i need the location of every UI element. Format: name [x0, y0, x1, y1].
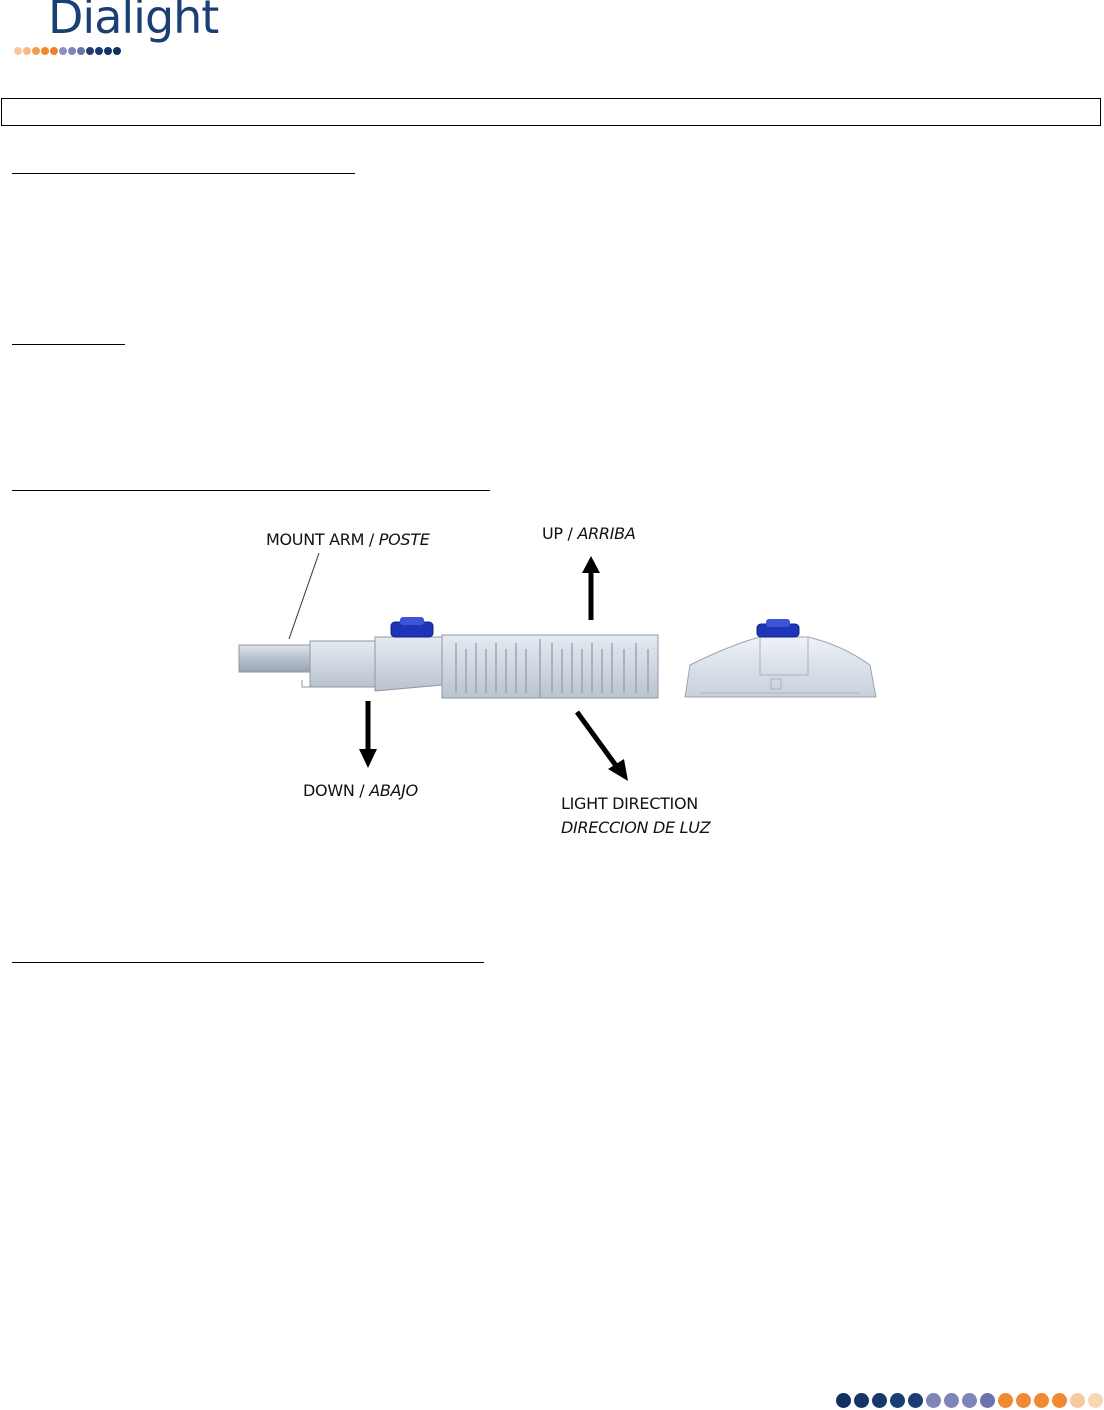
- section-rule-4: [12, 962, 484, 963]
- dot: [59, 47, 67, 55]
- section-rule-1: [12, 173, 355, 174]
- dot: [1052, 1393, 1067, 1408]
- dot: [872, 1393, 887, 1408]
- dialight-logo: Dialight: [14, 0, 246, 62]
- down-arrow: [359, 701, 377, 768]
- logo-dots: [14, 47, 121, 55]
- dot: [50, 47, 58, 55]
- dot: [86, 47, 94, 55]
- dot: [104, 47, 112, 55]
- down-label: DOWN / ABAJO: [303, 781, 418, 800]
- dot: [854, 1393, 869, 1408]
- dot: [944, 1393, 959, 1408]
- dot: [980, 1393, 995, 1408]
- heat-sink: [441, 634, 659, 699]
- dot: [908, 1393, 923, 1408]
- dot: [113, 47, 121, 55]
- mount-arm-leader: [288, 552, 320, 640]
- light-direction-label: LIGHT DIRECTION: [561, 794, 698, 813]
- dot: [836, 1393, 851, 1408]
- dot: [14, 47, 22, 55]
- dot: [68, 47, 76, 55]
- dot: [998, 1393, 1013, 1408]
- fixture-orientation-diagram: MOUNT ARM / POSTE UP / ARRIBA DOWN / ABA…: [230, 515, 890, 850]
- dot: [95, 47, 103, 55]
- logo-wordmark: Dialight: [48, 0, 219, 44]
- fixture-illustration: [238, 552, 877, 781]
- light-direction-arrow: [574, 710, 628, 781]
- mount-arm-pipe: [238, 644, 315, 673]
- title-box: [1, 98, 1101, 126]
- dot: [23, 47, 31, 55]
- dot: [41, 47, 49, 55]
- dot: [1070, 1393, 1085, 1408]
- dot: [1088, 1393, 1103, 1408]
- section-rule-3: [12, 490, 490, 491]
- heat-sink-fins: [455, 639, 649, 697]
- dot: [1016, 1393, 1031, 1408]
- dot: [962, 1393, 977, 1408]
- dot: [926, 1393, 941, 1408]
- section-rule-2: [12, 344, 125, 345]
- dot: [32, 47, 40, 55]
- dot: [1034, 1393, 1049, 1408]
- mount-arm-label: MOUNT ARM / POSTE: [266, 530, 430, 549]
- light-direction-label-es: DIRECCION DE LUZ: [561, 818, 711, 837]
- footer-dots: [836, 1393, 1103, 1408]
- up-label: UP / ARRIBA: [542, 524, 636, 543]
- dot: [890, 1393, 905, 1408]
- dot: [77, 47, 85, 55]
- up-arrow: [582, 556, 600, 620]
